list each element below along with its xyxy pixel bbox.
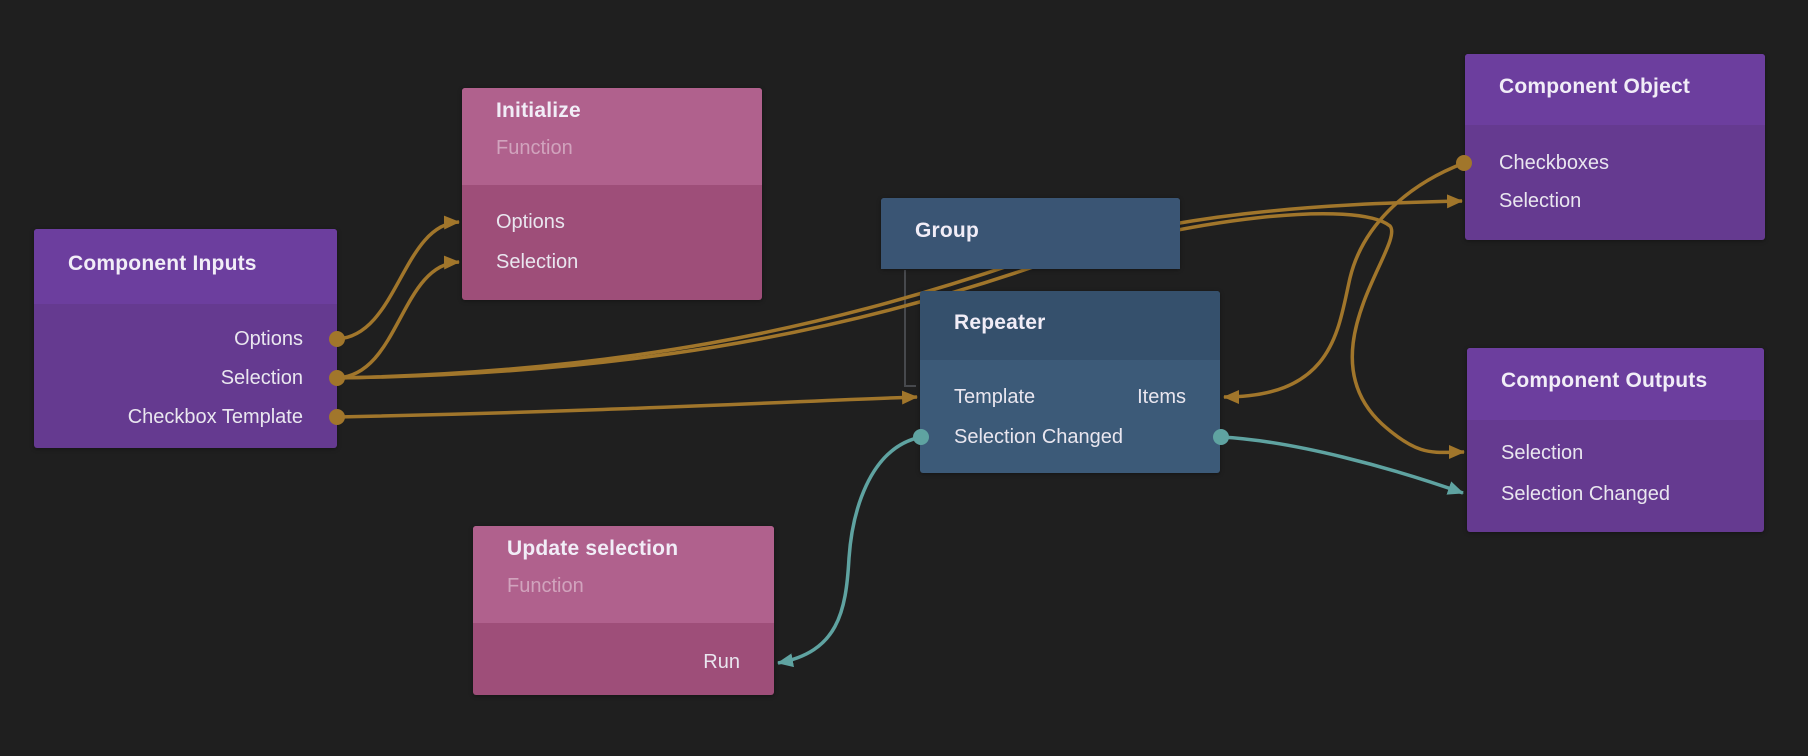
port-component-object-selection[interactable]: Selection	[1499, 186, 1581, 216]
node-header-component-object[interactable]: Component Object	[1465, 54, 1765, 125]
wire-selection-changed-to-update-run[interactable]	[777, 435, 922, 668]
node-header-repeater[interactable]: Repeater	[920, 291, 1220, 360]
node-header-component-outputs[interactable]: Component Outputs	[1467, 348, 1764, 420]
node-title: Initialize	[496, 98, 581, 122]
port-label: Items	[1137, 386, 1186, 408]
port-repeater-template[interactable]: Template	[954, 382, 1035, 412]
port-label: Run	[703, 651, 740, 673]
wire-selection-to-component-object-selection[interactable]	[336, 194, 1463, 380]
component-inputs-selection-dot[interactable]	[329, 370, 345, 386]
node-header-component-inputs[interactable]: Component Inputs	[34, 229, 337, 304]
port-repeater-items[interactable]: Items	[1137, 382, 1186, 412]
wire-checkbox-template-to-repeater-template[interactable]	[336, 390, 918, 419]
port-label: Selection Changed	[1501, 483, 1671, 505]
port-label: Selection	[496, 251, 579, 273]
node-header-group[interactable]: Group	[881, 198, 1180, 269]
port-component-inputs-checkbox-template[interactable]: Checkbox Template	[128, 402, 303, 432]
port-initialize-selection[interactable]: Selection	[496, 247, 578, 277]
port-label: Template	[954, 386, 1036, 408]
port-component-object-checkboxes[interactable]: Checkboxes	[1499, 148, 1609, 178]
wire-options-to-initialize-options[interactable]	[336, 215, 460, 341]
node-title: Group	[915, 218, 979, 242]
port-label: Checkboxes	[1499, 152, 1610, 174]
port-repeater-selection-changed[interactable]: Selection Changed	[954, 422, 1123, 452]
node-title: Update selection	[507, 536, 679, 560]
port-component-inputs-selection[interactable]: Selection	[221, 363, 303, 393]
port-label: Options	[496, 211, 565, 233]
node-title: Component Object	[1499, 74, 1691, 98]
port-component-outputs-selection-changed[interactable]: Selection Changed	[1501, 479, 1670, 509]
node-subtitle: Function	[496, 136, 573, 159]
node-title: Repeater	[954, 310, 1046, 334]
component-inputs-options-dot[interactable]	[329, 331, 345, 347]
node-subtitle: Function	[507, 574, 584, 597]
component-inputs-checkbox-template-dot[interactable]	[329, 409, 345, 425]
node-title: Component Outputs	[1501, 369, 1708, 392]
port-label: Checkbox Template	[127, 406, 303, 428]
port-initialize-options[interactable]: Options	[496, 207, 565, 237]
wire-checkboxes-to-repeater-items[interactable]	[1223, 161, 1465, 404]
port-update-selection-run[interactable]: Run	[703, 647, 740, 677]
port-label: Selection	[220, 367, 303, 389]
wire-selection-to-component-outputs-selection[interactable]	[336, 212, 1465, 460]
repeater-selection-changed-dot-left[interactable]	[913, 429, 929, 445]
port-label: Options	[234, 328, 303, 350]
wire-selection-to-initialize-selection[interactable]	[336, 255, 460, 380]
wire-selection-changed-to-component-outputs[interactable]	[1220, 435, 1464, 495]
port-component-outputs-selection[interactable]: Selection	[1501, 438, 1583, 468]
port-label: Selection	[1501, 442, 1584, 464]
port-label: Selection	[1499, 190, 1582, 212]
node-group[interactable]: Group	[881, 198, 1180, 269]
repeater-selection-changed-dot-right[interactable]	[1213, 429, 1229, 445]
port-component-inputs-options[interactable]: Options	[234, 324, 303, 354]
component-object-checkboxes-dot[interactable]	[1456, 155, 1472, 171]
node-title: Component Inputs	[68, 251, 257, 275]
port-label: Selection Changed	[954, 426, 1124, 448]
